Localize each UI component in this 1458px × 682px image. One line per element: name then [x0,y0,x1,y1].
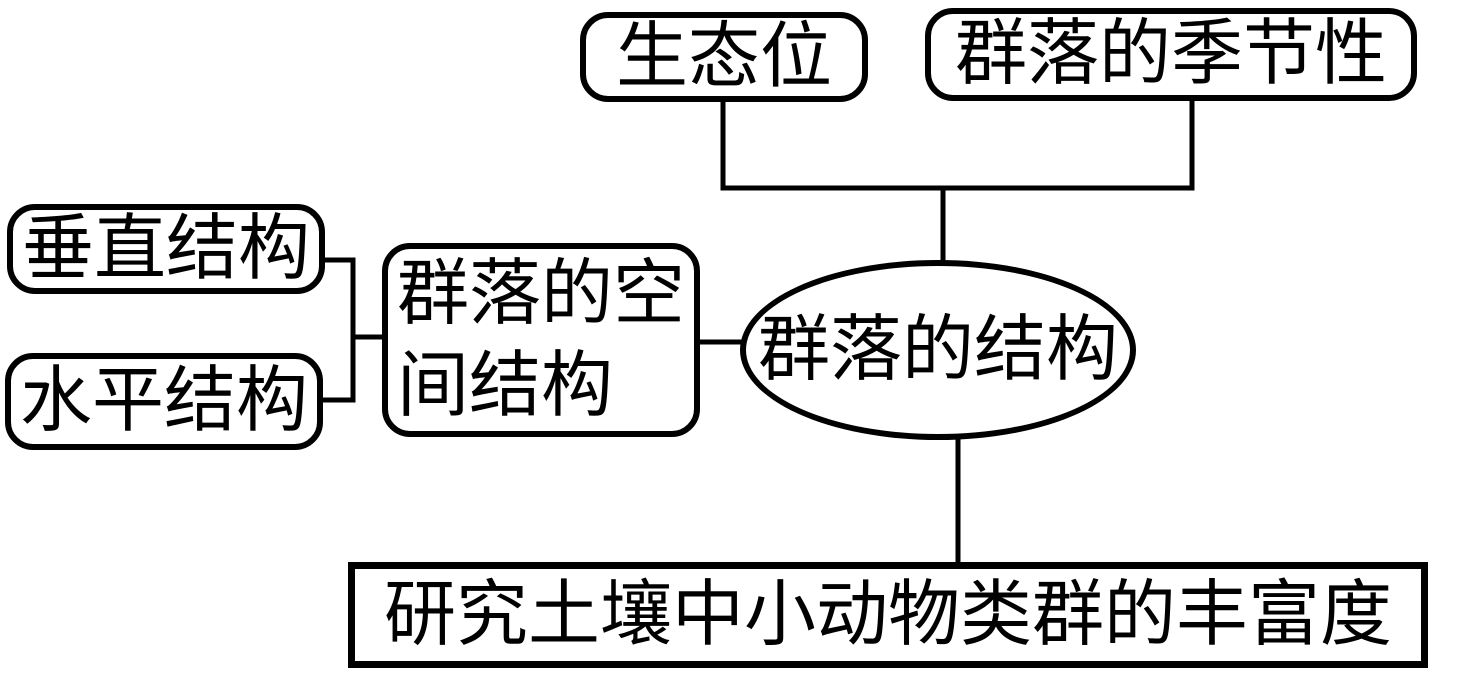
node-vertical-structure-label: 垂直结构 [21,208,310,289]
node-horizontal-structure-label: 水平结构 [19,361,308,442]
node-spatial-structure: 群落的空 间结构 [382,243,700,437]
node-community-structure-label: 群落的结构 [757,309,1118,390]
connector-top-bracket [720,96,1195,191]
node-spatial-structure-label-line2: 间结构 [397,346,614,426]
node-vertical-structure: 垂直结构 [7,204,325,294]
node-community-seasonality-label: 群落的季节性 [954,14,1387,95]
node-community-structure: 群落的结构 [740,260,1136,440]
node-community-seasonality: 群落的季节性 [925,8,1417,101]
node-soil-animal-richness-study: 研究土壤中小动物类群的丰富度 [348,562,1428,668]
node-ecological-niche: 生态位 [580,12,868,102]
node-spatial-structure-label-line1: 群落的空 [397,254,686,334]
node-horizontal-structure: 水平结构 [5,353,323,450]
node-soil-animal-richness-study-label: 研究土壤中小动物类群的丰富度 [383,574,1392,655]
connector-left-bracket [316,257,356,403]
node-ecological-niche-label: 生态位 [615,16,832,97]
